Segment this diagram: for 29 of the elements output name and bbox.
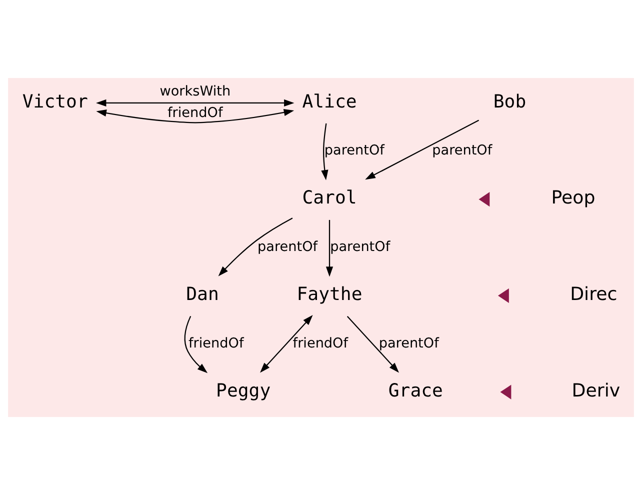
edge-label: parentOf <box>330 238 390 255</box>
edge-label: parentOf <box>258 238 318 255</box>
arrow <box>96 108 294 123</box>
node-text: Grace <box>388 380 443 401</box>
node-text: Bob <box>493 90 526 112</box>
node-text: Dan <box>186 283 219 304</box>
edge-label: parentOf <box>432 142 492 158</box>
arrow <box>365 119 480 180</box>
edge-label: friendOf <box>188 334 244 351</box>
arrow <box>346 315 399 372</box>
edge-label: parentOf <box>378 334 439 351</box>
arrow <box>326 219 334 276</box>
node-text: Alice <box>302 90 357 112</box>
arrow <box>260 314 313 372</box>
node-text: Carol <box>302 187 357 208</box>
edge-label: friendOf <box>292 334 348 351</box>
edge-label: friendOf <box>168 104 223 121</box>
node-text: Faythe <box>296 283 362 304</box>
label: Peop <box>551 187 596 208</box>
edge-label: worksWith <box>160 83 231 100</box>
arrow <box>218 217 293 276</box>
node-text: Victor <box>22 90 88 112</box>
arrow <box>184 315 208 373</box>
arrow <box>96 98 294 106</box>
arrow <box>321 122 328 180</box>
edge-label: parentOf <box>324 142 384 158</box>
label: Deriv <box>572 380 620 401</box>
label: Direc <box>570 283 618 304</box>
node-text: Peggy <box>216 380 271 401</box>
